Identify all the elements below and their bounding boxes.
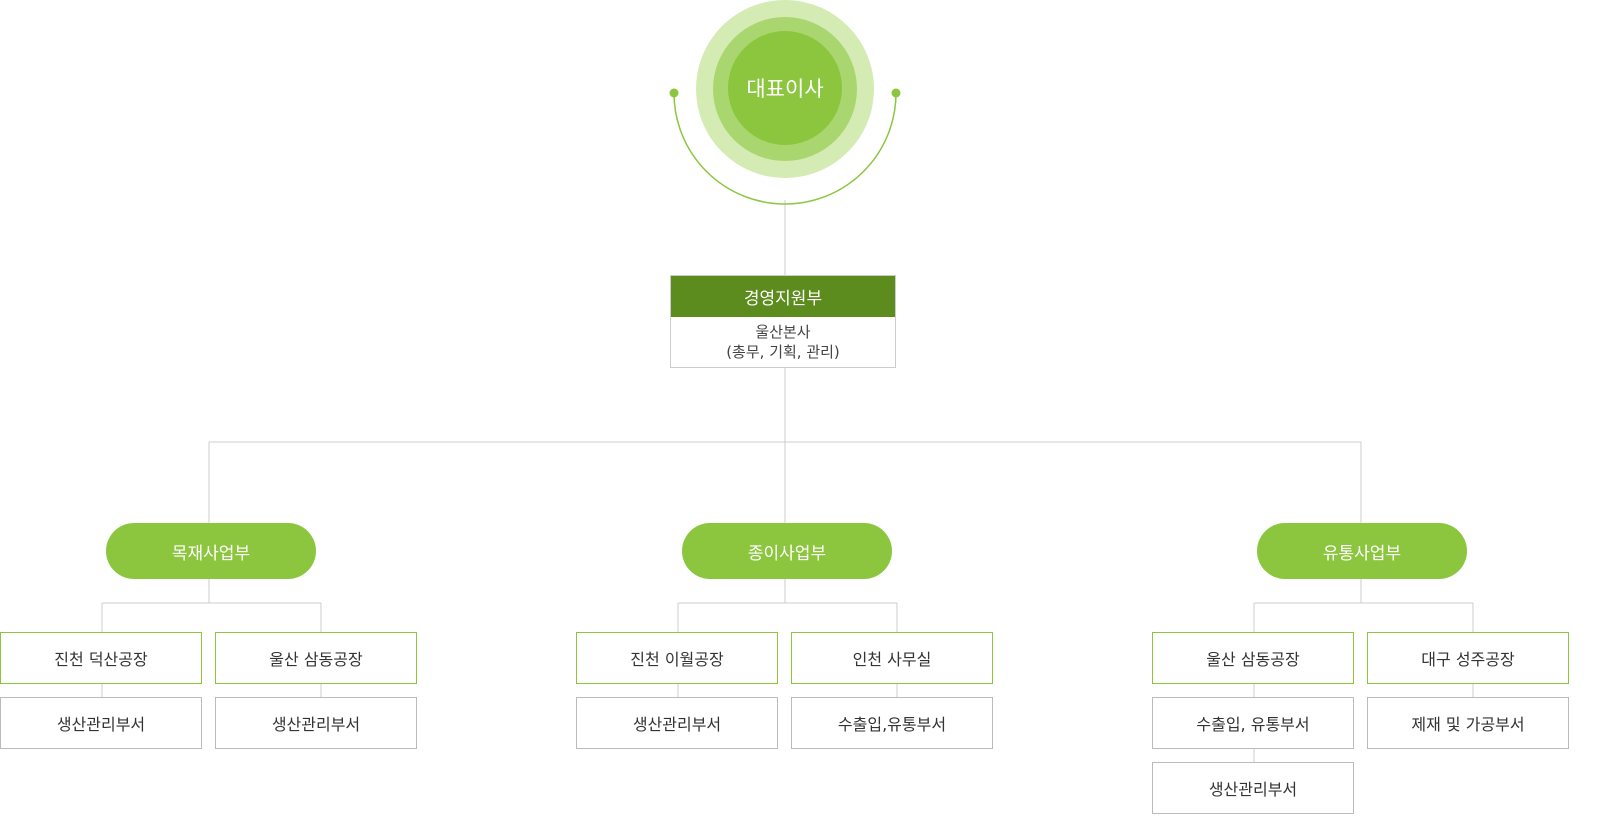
ceo-arc xyxy=(673,92,897,205)
arc-dot-right xyxy=(891,88,901,98)
support-body: 울산본사 (총무, 기획, 관리) xyxy=(671,317,895,367)
division-label: 종이사업부 xyxy=(747,543,827,564)
site-label: 울산 삼동공장 xyxy=(269,650,363,669)
site-label: 진천 이월공장 xyxy=(630,650,724,669)
division-label: 유통사업부 xyxy=(1322,543,1402,564)
division-label: 목재사업부 xyxy=(171,543,251,564)
site-label: 대구 성주공장 xyxy=(1421,650,1515,669)
support-node: 경영지원부 울산본사 (총무, 기획, 관리) xyxy=(670,275,896,368)
dept-label: 수출입,유통부서 xyxy=(837,715,947,734)
support-location: 울산본사 xyxy=(755,323,811,341)
dept-label: 수출입, 유통부서 xyxy=(1196,715,1310,734)
dept-label: 생산관리부서 xyxy=(271,715,361,734)
dept-box: 생산관리부서 xyxy=(1152,762,1354,814)
site-label: 진천 덕산공장 xyxy=(54,650,148,669)
support-functions: (총무, 기획, 관리) xyxy=(726,343,840,361)
dept-box: 제재 및 가공부서 xyxy=(1367,697,1569,749)
site-label: 울산 삼동공장 xyxy=(1206,650,1300,669)
dept-box: 생산관리부서 xyxy=(215,697,417,749)
ceo-title: 대표이사 xyxy=(746,77,824,101)
dept-label: 생산관리부서 xyxy=(632,715,722,734)
site-box: 대구 성주공장 xyxy=(1367,632,1569,684)
dept-box: 수출입,유통부서 xyxy=(791,697,993,749)
division-wood: 목재사업부 xyxy=(106,523,316,579)
dept-box: 생산관리부서 xyxy=(576,697,778,749)
support-title: 경영지원부 xyxy=(743,289,823,309)
site-label: 인천 사무실 xyxy=(852,650,932,669)
dept-label: 생산관리부서 xyxy=(1208,780,1298,799)
dept-box: 생산관리부서 xyxy=(0,697,202,749)
site-box: 진천 이월공장 xyxy=(576,632,778,684)
site-box: 진천 덕산공장 xyxy=(0,632,202,684)
site-box: 인천 사무실 xyxy=(791,632,993,684)
division-paper: 종이사업부 xyxy=(682,523,892,579)
division-distribution: 유통사업부 xyxy=(1257,523,1467,579)
support-header: 경영지원부 xyxy=(671,276,895,317)
dept-box: 수출입, 유통부서 xyxy=(1152,697,1354,749)
ceo-node: 대표이사 xyxy=(728,31,842,145)
site-box: 울산 삼동공장 xyxy=(215,632,417,684)
dept-label: 제재 및 가공부서 xyxy=(1411,715,1525,734)
site-box: 울산 삼동공장 xyxy=(1152,632,1354,684)
arc-dot-left xyxy=(669,88,679,98)
dept-label: 생산관리부서 xyxy=(56,715,146,734)
